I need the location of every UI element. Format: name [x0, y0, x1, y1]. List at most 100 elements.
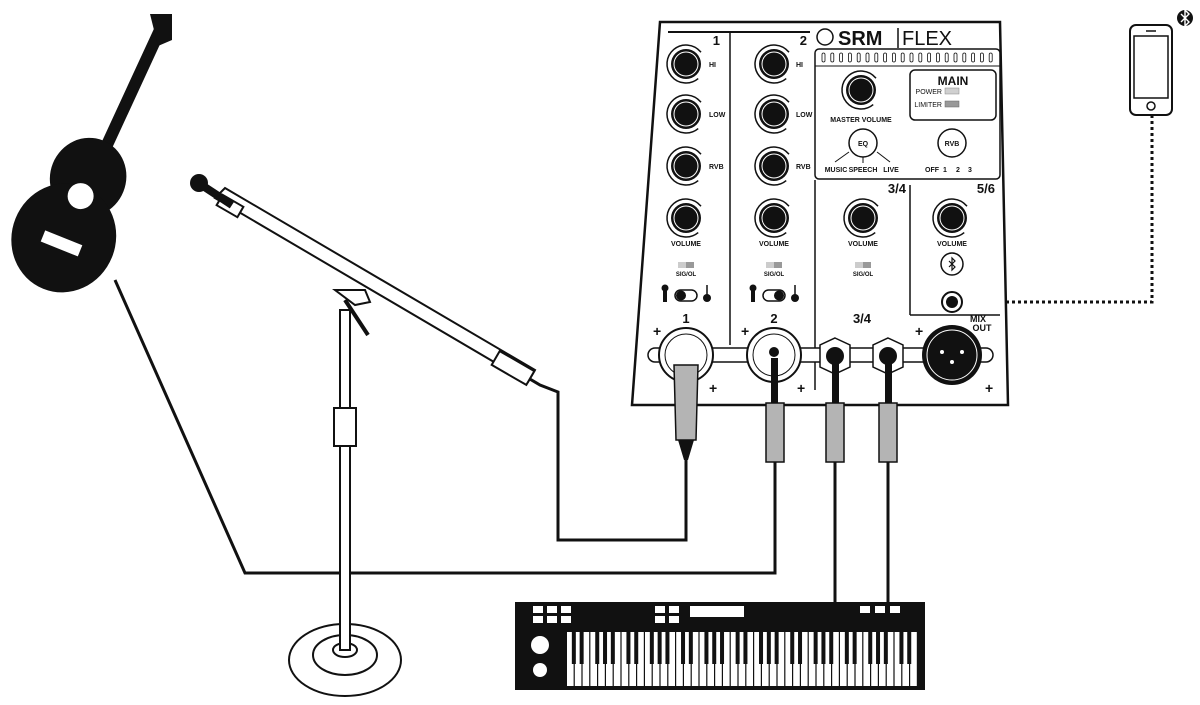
black-key: [603, 632, 608, 664]
keyboard-button: [890, 606, 900, 613]
ol-led: [686, 262, 694, 268]
white-key: [668, 632, 675, 686]
master-volume-knob[interactable]: [834, 63, 888, 117]
mic-cable: [239, 206, 688, 542]
black-key: [720, 632, 725, 664]
white-key: [746, 632, 753, 686]
black-key: [595, 632, 600, 664]
white-key: [684, 632, 691, 686]
black-key: [649, 632, 654, 664]
eq-music: MUSIC: [825, 167, 848, 174]
rvb-1: 1: [943, 167, 947, 174]
mix-out-label-2: OUT: [973, 323, 993, 333]
ch2-rvb-knob[interactable]: [747, 139, 801, 193]
ch2-mic-inst-switch[interactable]: [749, 284, 800, 303]
rvb-label: RVB: [945, 141, 960, 148]
ch34-volume-knob[interactable]: [836, 191, 890, 245]
white-key: [824, 632, 831, 686]
white-key: [590, 632, 597, 686]
ch56-volume-knob[interactable]: [925, 191, 979, 245]
ch2-hi-label: HI: [796, 62, 803, 69]
white-key: [832, 632, 839, 686]
white-key: [769, 632, 777, 686]
ch56-number: 5/6: [977, 181, 995, 196]
ch1-hi-knob[interactable]: [659, 37, 713, 91]
meter-segment: [971, 52, 975, 63]
aux-input-jack[interactable]: [941, 291, 963, 313]
smartphone: [1129, 24, 1173, 116]
jack-plug-ch3: [825, 358, 845, 463]
svg-text:+: +: [709, 380, 717, 396]
eq-speech: SPEECH: [849, 167, 878, 174]
mix-out-label-1: MIX: [970, 314, 986, 324]
meter-segment: [900, 52, 905, 63]
white-key: [629, 632, 636, 686]
ch2-input-label: 2: [770, 311, 777, 326]
ch2-low-knob[interactable]: [747, 87, 801, 141]
master-volume-label: MASTER VOLUME: [830, 117, 892, 124]
ch1-volume-knob[interactable]: [659, 191, 713, 245]
white-key: [730, 632, 738, 686]
black-key: [844, 632, 849, 664]
microphone: [190, 174, 235, 209]
black-key: [626, 632, 631, 664]
meter-segment: [918, 52, 923, 63]
limiter-led: [944, 100, 960, 108]
jack-plug-ch4: [878, 358, 898, 463]
limiter-label: LIMITER: [914, 102, 942, 109]
white-key: [723, 632, 730, 686]
level-meter: [821, 52, 993, 63]
keyboard-button: [533, 606, 543, 613]
black-key: [852, 632, 857, 664]
meter-segment: [874, 52, 879, 63]
white-key: [910, 632, 917, 686]
black-key: [681, 632, 686, 664]
keyboard-button: [561, 606, 571, 613]
sig-led: [678, 262, 686, 268]
meter-segment: [944, 52, 949, 63]
xlr-plug: [673, 364, 699, 460]
mix-out-xlr[interactable]: [922, 325, 982, 385]
white-key: [793, 632, 800, 686]
ch2-combo-input[interactable]: [746, 327, 802, 383]
black-key: [712, 632, 717, 664]
white-key: [754, 632, 761, 686]
white-key: [691, 632, 699, 686]
ch2-volume-knob[interactable]: [747, 191, 801, 245]
white-key: [699, 632, 707, 686]
ch3-jack-input[interactable]: [819, 337, 851, 375]
white-key: [645, 632, 652, 686]
bluetooth-pair-button[interactable]: [940, 252, 964, 276]
ch1-rvb-label: RVB: [709, 164, 724, 171]
black-key: [798, 632, 803, 664]
black-key: [868, 632, 873, 664]
svg-text:+: +: [653, 323, 661, 339]
rvb-3: 3: [968, 167, 972, 174]
white-key: [567, 632, 574, 686]
black-key: [829, 632, 834, 664]
rvb-switch[interactable]: RVB: [937, 128, 967, 158]
ch1-low-knob[interactable]: [659, 87, 713, 141]
meter-segment: [936, 52, 940, 63]
brand-srm: SRM: [838, 28, 882, 50]
ch2-hi-knob[interactable]: [747, 37, 801, 91]
white-key: [847, 632, 855, 686]
ch4-jack-input[interactable]: [872, 337, 904, 375]
eq-switch[interactable]: EQ: [834, 128, 891, 163]
ch2-number: 2: [800, 33, 807, 48]
ch1-low-label: LOW: [709, 112, 726, 119]
meter-segment: [927, 52, 931, 63]
ch34-volume-label: VOLUME: [848, 241, 878, 248]
srm-flex-mixer: SRM FLEX 1 2 3/4 5/6 HI LOW RVB HI LOW R…: [630, 20, 1010, 407]
meter-segment: [980, 52, 984, 63]
white-key: [785, 632, 792, 686]
white-key: [777, 632, 785, 686]
rvb-2: 2: [956, 167, 960, 174]
ch1-number: 1: [713, 33, 720, 48]
ch1-mic-inst-switch[interactable]: [661, 284, 712, 303]
ch1-rvb-knob[interactable]: [659, 139, 713, 193]
black-key: [571, 632, 576, 664]
ch2-low-label: LOW: [796, 112, 813, 119]
keyboard-button: [669, 606, 679, 613]
white-key: [676, 632, 683, 686]
